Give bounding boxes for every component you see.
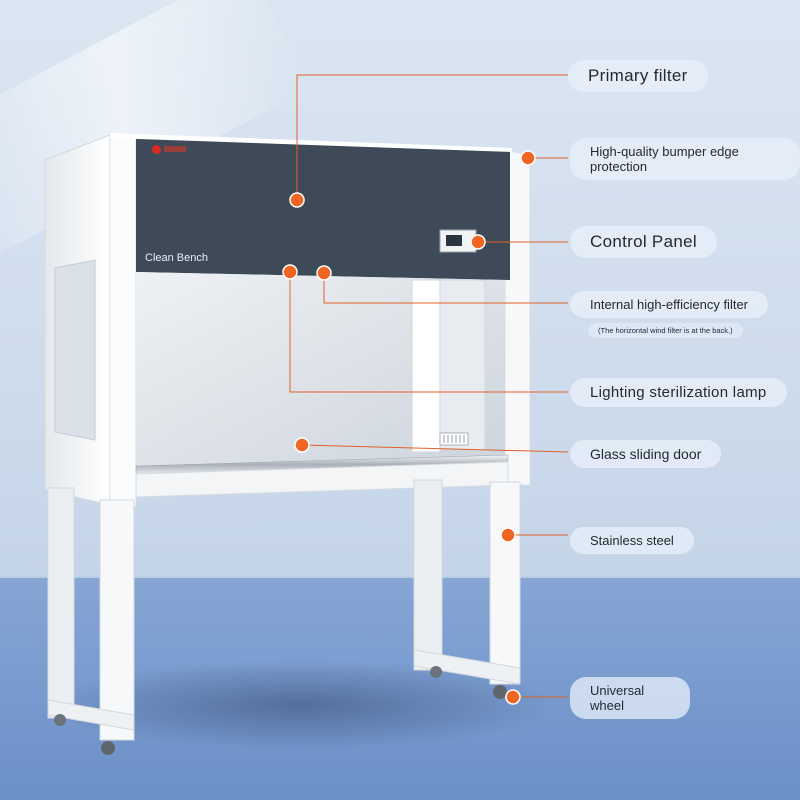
callout-leader-lines: [289, 74, 569, 698]
vent-grille: [439, 432, 469, 446]
dot-glass-door: [294, 437, 310, 453]
front-panel-text: Clean Bench: [145, 252, 208, 264]
callout-dots: [282, 150, 536, 705]
left-leg-front: [99, 499, 135, 741]
brand-logo: [152, 144, 186, 154]
right-leg-back: [413, 479, 443, 671]
callout-stainless-steel: Stainless steel: [570, 527, 694, 554]
wheel-icon: [54, 666, 507, 755]
logo-mark-icon: [152, 144, 161, 154]
callout-lighting-lamp: Lighting sterilization lamp: [570, 378, 787, 407]
callout-control-panel: Control Panel: [570, 226, 717, 258]
callout-hepa-filter: Internal high-efficiency filter: [570, 291, 769, 318]
inner-frame-panel: [439, 279, 486, 451]
top-control-panel: [136, 135, 510, 280]
callout-primary-filter: Primary filter: [568, 60, 708, 92]
callout-bumper-edge: High-quality bumper edge protection: [570, 138, 800, 180]
inner-frame: [411, 279, 441, 453]
dot-stainless: [500, 527, 516, 543]
dot-wheel: [505, 689, 521, 705]
dot-primary-filter: [289, 192, 305, 208]
right-leg-front: [489, 481, 521, 685]
dot-hepa: [316, 265, 332, 281]
logo-wordmark: [164, 146, 186, 152]
top-edge: [110, 133, 512, 152]
callout-glass-door: Glass sliding door: [570, 440, 722, 468]
callout-universal-wheel: Universal wheel: [570, 677, 690, 719]
left-leg-bottom-rail: [47, 699, 135, 731]
dot-bumper: [520, 150, 536, 166]
dot-lamp: [282, 264, 298, 280]
left-side-window: [54, 259, 96, 441]
left-leg-back: [47, 487, 75, 719]
control-screen: [446, 235, 462, 246]
right-leg-bottom-rail: [413, 649, 521, 685]
callout-hepa-note: (The horizontal wind filter is at the ba…: [588, 323, 743, 338]
dot-control-panel: [470, 234, 486, 250]
left-front-pillar: [109, 134, 137, 508]
